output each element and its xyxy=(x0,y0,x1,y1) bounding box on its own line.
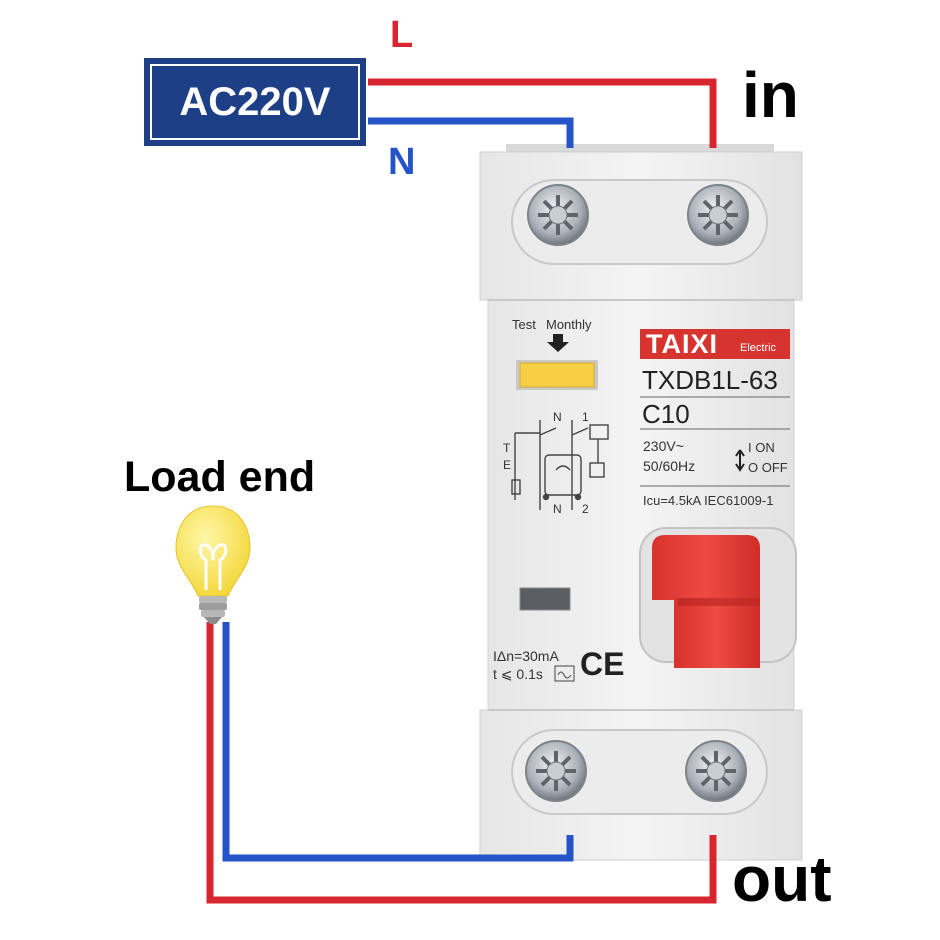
line-wire xyxy=(206,78,717,904)
diagram-top-1: 1 xyxy=(582,410,589,424)
ce-mark: CE xyxy=(580,646,625,682)
out-label: out xyxy=(732,843,832,915)
diagram-top-n: N xyxy=(553,410,562,424)
toggle-handle[interactable] xyxy=(639,527,797,668)
brand-badge: TAIXI Electric xyxy=(640,329,790,359)
in-label: in xyxy=(742,59,799,131)
ac-symbol-icon xyxy=(554,665,575,682)
monthly-label: Monthly xyxy=(546,317,592,332)
top-terminal-block xyxy=(511,179,768,265)
diagram-t: T xyxy=(503,441,511,455)
breaking-capacity: Icu=4.5kA IEC61009-1 xyxy=(643,493,774,508)
off-label: O OFF xyxy=(748,460,788,475)
brand-sub: Electric xyxy=(740,342,777,354)
neutral-wire xyxy=(222,117,574,862)
on-label: I ON xyxy=(748,440,775,455)
light-bulb-icon xyxy=(175,505,251,624)
ac-wave-icon xyxy=(557,671,572,679)
load-end-label: Load end xyxy=(124,453,316,501)
power-supply-box: AC220V xyxy=(144,58,366,146)
power-supply-label: AC220V xyxy=(150,64,360,140)
frequency-label: 50/60Hz xyxy=(643,458,696,474)
neutral-label: N xyxy=(388,141,416,183)
diagram-bottom-n: N xyxy=(553,502,562,516)
current-rating: C10 xyxy=(642,399,690,429)
bottom-terminal-block xyxy=(511,729,768,815)
down-arrow-icon xyxy=(547,334,569,352)
brand-name: TAIXI xyxy=(646,329,718,359)
on-off-arrow-icon xyxy=(735,449,745,472)
trip-indicator-window xyxy=(519,587,571,611)
trip-time: t ⩽ 0.1s xyxy=(493,666,543,682)
circuit-symbol xyxy=(511,420,609,510)
voltage-label: 230V~ xyxy=(643,438,684,454)
residual-current: IΔn=30mA xyxy=(493,648,559,664)
test-button[interactable] xyxy=(516,360,598,390)
line-label: L xyxy=(390,14,414,56)
diagram-e: E xyxy=(503,458,512,472)
model-number: TXDB1L-63 xyxy=(642,365,778,395)
diagram-bottom-2: 2 xyxy=(582,502,589,516)
test-label: Test xyxy=(512,317,536,332)
